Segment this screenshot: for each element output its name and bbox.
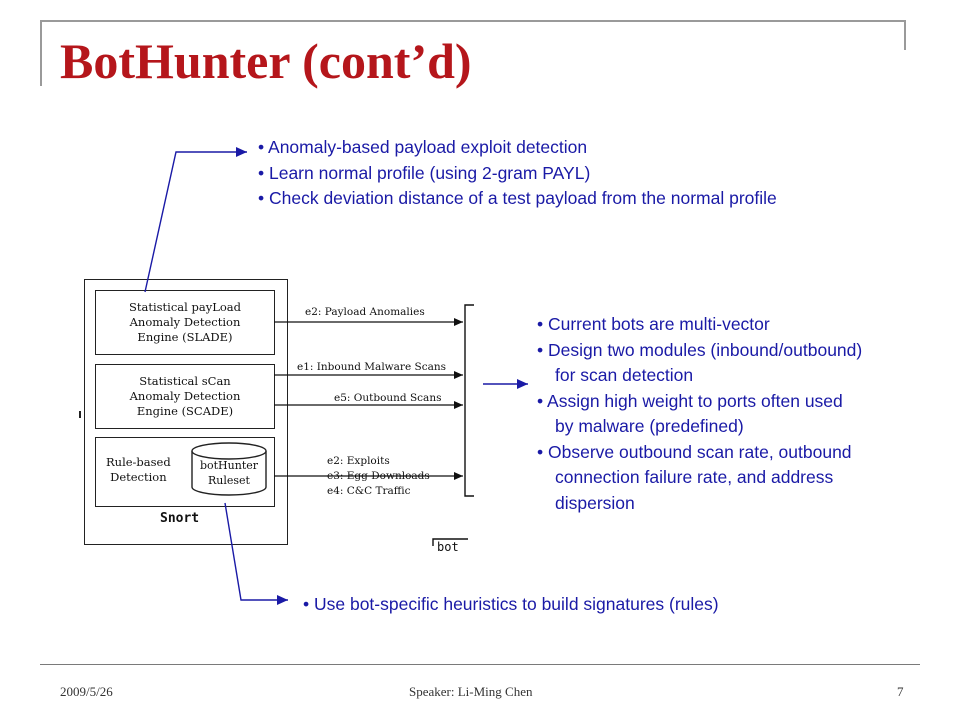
edge-label-inbound-scans: e1: Inbound Malware Scans (297, 361, 446, 373)
right-bullet-list: • Current bots are multi-vector • Design… (537, 312, 862, 516)
rule-based-label: Rule-based Detection (106, 455, 171, 484)
bottom-bullet: • Use bot-specific heuristics to build s… (303, 594, 719, 614)
slade-engine-box: Statistical payLoad Anomaly Detection En… (95, 290, 275, 355)
edge-label-payload-anomalies: e2: Payload Anomalies (305, 306, 425, 318)
right-bullet-continuation: for scan detection (555, 365, 694, 385)
top-bullet: • Learn normal profile (using 2-gram PAY… (258, 162, 591, 183)
right-frame-line (904, 20, 906, 50)
diagram-cut-mask (470, 534, 530, 554)
connector-to-slade-notes (144, 147, 247, 293)
top-bullet-list: • Anomaly-based payload exploit detectio… (258, 135, 777, 212)
ruleset-label-line-2: Ruleset (208, 474, 251, 487)
slide-title: BotHunter (cont’d) (60, 33, 472, 89)
right-bullet-continuation: by malware (predefined) (555, 416, 744, 436)
footer-page-number: 7 (897, 684, 904, 699)
snort-label: Snort (160, 511, 200, 526)
edge-label-outbound-scans: e5: Outbound Scans (334, 392, 442, 404)
right-bullet: • Assign high weight to ports often used (537, 390, 843, 411)
footer-date: 2009/5/26 (60, 684, 113, 699)
receiver-bracket (464, 304, 474, 497)
right-bullet: • Design two modules (inbound/outbound) (537, 339, 863, 360)
scade-engine-box: Statistical sCan Anomaly Detection Engin… (95, 364, 275, 429)
ruleset-cylinder-icon (191, 442, 267, 496)
top-frame-line (40, 20, 906, 22)
bottom-frame-line (40, 664, 920, 665)
bottom-bullet-list: • Use bot-specific heuristics to build s… (303, 592, 719, 618)
ruleset-label-line-1: botHunter (200, 459, 259, 472)
right-bullet-continuation: dispersion (555, 492, 635, 513)
top-bullet: • Check deviation distance of a test pay… (258, 188, 777, 208)
top-bullet: • Anomaly-based payload exploit detectio… (258, 137, 588, 157)
edge-label-cc-traffic: e4: C&C Traffic (327, 485, 411, 497)
scade-engine-label: Statistical sCan Anomaly Detection Engin… (129, 374, 241, 418)
bot-box-edge (432, 538, 468, 546)
left-frame-line (40, 20, 42, 86)
right-bullet: • Current bots are multi-vector (537, 314, 770, 334)
slade-engine-label: Statistical payLoad Anomaly Detection En… (129, 300, 241, 344)
footer-speaker: Speaker: Li-Ming Chen (409, 684, 533, 699)
connector-to-ruleset-notes (224, 502, 288, 605)
bot-box-label: bot (437, 540, 459, 554)
right-bullet-continuation: connection failure rate, and address (555, 467, 834, 487)
edge-label-exploits: e2: Exploits (327, 455, 390, 467)
right-bullet: • Observe outbound scan rate, outbound (537, 441, 852, 462)
